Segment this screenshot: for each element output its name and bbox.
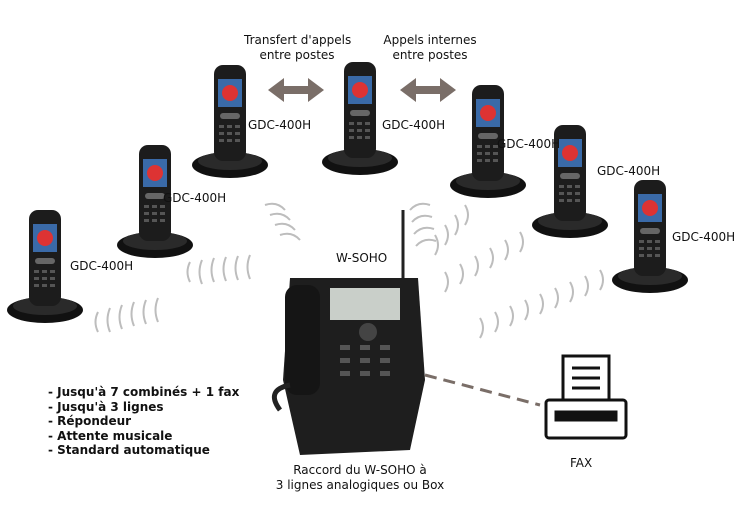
connection-note-line: Raccord du W-SOHO à bbox=[293, 463, 427, 477]
fax-connection-line bbox=[424, 373, 541, 407]
handset-label: GDC-400H bbox=[248, 118, 312, 132]
transfer-label: Transfert d'appels entre postes bbox=[244, 33, 352, 63]
feature-item: - Jusqu'à 3 lignes bbox=[48, 399, 164, 414]
internal-label-line: Appels internes bbox=[383, 33, 477, 47]
transfer-label-line: Transfert d'appels bbox=[244, 33, 352, 47]
handset-label: GDC-400H bbox=[497, 137, 561, 151]
connection-note: Raccord du W-SOHO à 3 lignes analogiques… bbox=[270, 463, 450, 493]
feature-item: - Jusqu'à 7 combinés + 1 fax bbox=[48, 385, 240, 399]
feature-item: - Répondeur bbox=[48, 414, 132, 428]
handset-label: GDC-400H bbox=[70, 259, 134, 273]
internal-label: Appels internes entre postes bbox=[380, 33, 480, 63]
transfer-label-line: entre postes bbox=[259, 48, 335, 62]
handset-label: GDC-400H bbox=[382, 118, 446, 132]
feature-item: - Attente musicale bbox=[48, 428, 173, 443]
base-label: W-SOHO bbox=[336, 251, 388, 265]
radio-waves bbox=[94, 202, 604, 339]
connection-note-line: 3 lignes analogiques ou Box bbox=[275, 478, 445, 492]
fax-label: FAX bbox=[570, 456, 593, 470]
handset-label: GDC-400H bbox=[672, 230, 736, 244]
handset-label: GDC-400H bbox=[163, 191, 227, 205]
w-soho-base-icon bbox=[271, 210, 425, 455]
feature-list: - Jusqu'à 7 combinés + 1 fax - Jusqu'à 3… bbox=[48, 385, 239, 458]
fax-icon bbox=[544, 354, 628, 440]
feature-item: - Standard automatique bbox=[48, 443, 210, 457]
handset-label: GDC-400H bbox=[597, 164, 661, 178]
internal-label-line: entre postes bbox=[392, 48, 468, 62]
internal-arrow-icon bbox=[400, 78, 456, 102]
transfer-arrow-icon bbox=[268, 78, 324, 102]
